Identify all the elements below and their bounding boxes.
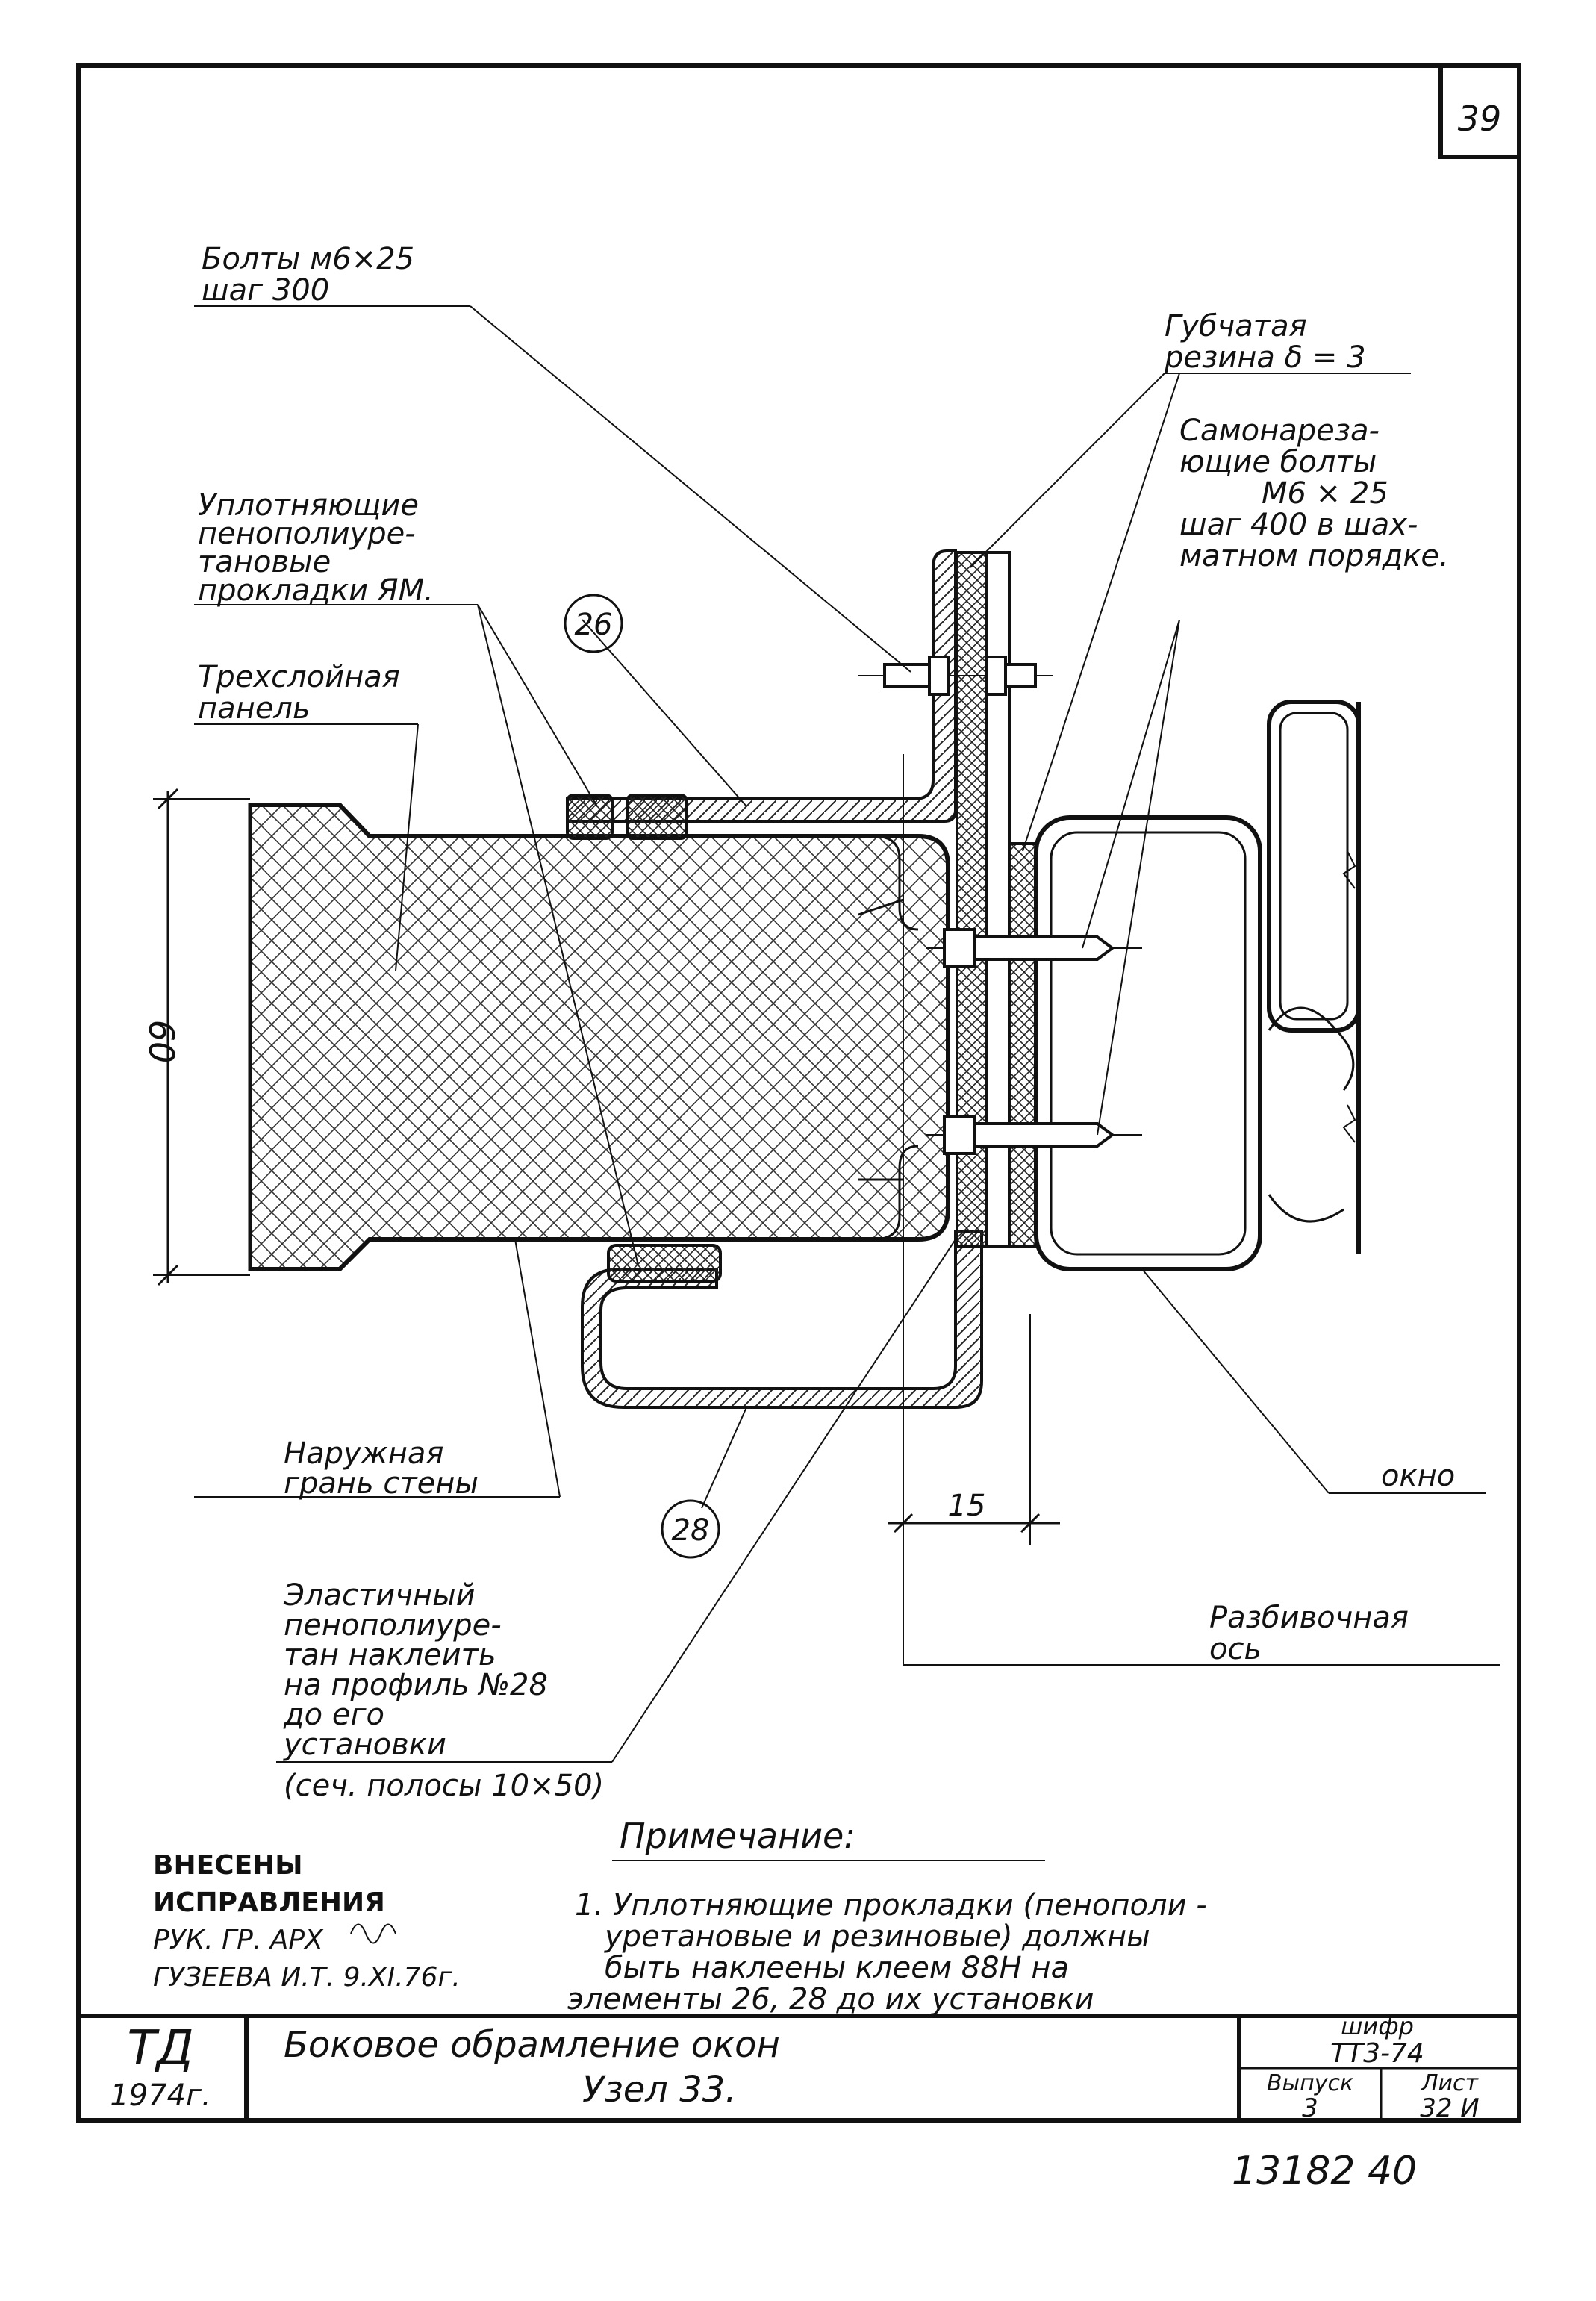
note-line: быть наклеены клеем 88Н на <box>605 1951 1069 1985</box>
issue-value: 3 <box>1302 2093 1318 2123</box>
callout-sponge-rubber: Губчатая резина δ = 3 <box>1164 309 1366 375</box>
title-block: ТД 1974г. Боковое обрамление окон Узел 3… <box>78 2012 1519 2123</box>
svg-text:Губчатая: Губчатая <box>1165 309 1307 343</box>
code-label: шифр <box>1341 2012 1414 2040</box>
svg-text:пенополиуре-: пенополиуре- <box>284 1608 502 1643</box>
svg-text:ющие болты: ющие болты <box>1179 445 1377 479</box>
svg-text:окно: окно <box>1381 1459 1455 1493</box>
svg-text:матном порядке.: матном порядке. <box>1179 539 1449 573</box>
svg-text:грань стены: грань стены <box>284 1466 479 1501</box>
svg-text:ось: ось <box>1209 1632 1262 1666</box>
tag-26: 26 <box>564 594 623 653</box>
svg-text:пенополиуре-: пенополиуре- <box>198 517 416 551</box>
svg-text:на профиль №28: на профиль №28 <box>284 1668 548 1702</box>
svg-text:тановые: тановые <box>198 545 331 579</box>
svg-text:шаг 300: шаг 300 <box>202 273 329 308</box>
code-value: ТТ3-74 <box>1330 2038 1424 2069</box>
footer-number: 13182 40 <box>1232 2149 1417 2193</box>
callout-self-tapping-bolts: Самонареза- ющие болты М6 × 25 шаг 400 в… <box>1179 414 1449 573</box>
fastener-nail-top <box>858 898 904 916</box>
panel-clip-bottom <box>873 1145 919 1241</box>
sheet-label: Лист <box>1421 2070 1480 2096</box>
svg-text:Разбивочная: Разбивочная <box>1209 1601 1409 1635</box>
revision-stamp: ВНЕСЕНЫ ИСПРАВЛЕНИЯ РУК. ГР. АРХ ГУЗЕЕВА… <box>153 1850 461 1993</box>
svg-text:установки: установки <box>283 1728 446 1762</box>
svg-text:ИСПРАВЛЕНИЯ: ИСПРАВЛЕНИЯ <box>153 1887 385 1918</box>
svg-text:Трехслойная: Трехслойная <box>198 660 400 694</box>
svg-text:М6 × 25: М6 × 25 <box>1262 476 1388 511</box>
svg-text:Наружная: Наружная <box>284 1436 443 1471</box>
window-frame <box>1034 700 1361 1271</box>
callout-layout-axis: Разбивочная ось <box>1209 1601 1409 1666</box>
rubber-gasket <box>1008 842 1038 1248</box>
note-line: 1. Уплотняющие прокладки (пенополи - <box>575 1888 1207 1922</box>
org-mark: ТД <box>127 2021 193 2076</box>
page-number-box: 39 <box>1438 66 1519 159</box>
issue-label: Выпуск <box>1267 2070 1353 2096</box>
callout-seal-pads: Уплотняющие пенополиуре- тановые проклад… <box>198 488 434 608</box>
svg-text:РУК. ГР. АРХ: РУК. ГР. АРХ <box>153 1925 324 1955</box>
sheet-frame <box>76 63 1521 2123</box>
callout-outer-face: Наружная грань стены <box>284 1436 479 1501</box>
callout-elastic-section: (сеч. полосы 10×50) <box>284 1769 604 1803</box>
drawing-subtitle: Узел 33. <box>582 2069 737 2111</box>
signature-mark <box>350 1923 396 1944</box>
callout-panel: Трехслойная панель <box>198 660 400 726</box>
svg-text:Уплотняющие: Уплотняющие <box>198 488 419 523</box>
leader-lines <box>194 305 1500 1763</box>
note-line: элементы 26, 28 до их установки <box>567 1982 1094 2017</box>
dim-15-text: 15 <box>948 1489 986 1523</box>
note-line: уретановые и резиновые) должны <box>604 1919 1150 1954</box>
note-block: Примечание: 1. Уплотняющие прокладки (пе… <box>567 1816 1207 2017</box>
tag-28: 28 <box>661 1499 720 1559</box>
page-number: 39 <box>1458 99 1502 139</box>
seal-pad-top-1 <box>566 794 614 840</box>
svg-text:до его: до его <box>283 1698 384 1732</box>
svg-text:ВНЕСЕНЫ: ВНЕСЕНЫ <box>153 1850 303 1881</box>
svg-text:тан наклеить: тан наклеить <box>284 1638 496 1672</box>
seal-pad-top-2 <box>626 794 688 840</box>
svg-text:прокладки ЯМ.: прокладки ЯМ. <box>198 573 434 608</box>
svg-text:26: 26 <box>575 608 613 642</box>
dim-60-text: 60 <box>141 1020 181 1064</box>
callout-window: окно <box>1381 1459 1455 1493</box>
dimension-60: 60 <box>141 788 250 1286</box>
org-year: 1974г. <box>110 2079 211 2113</box>
panel-clip-top <box>873 835 919 931</box>
svg-text:панель: панель <box>198 691 311 726</box>
panel-skin <box>250 803 950 1271</box>
svg-text:шаг 400 в шах-: шаг 400 в шах- <box>1179 508 1418 542</box>
drawing-title: Боковое обрамление окон <box>284 2024 780 2066</box>
dimension-15: 15 <box>888 1314 1060 1545</box>
three-layer-panel <box>248 803 950 1271</box>
profile-28 <box>581 1230 983 1409</box>
svg-text:28: 28 <box>672 1513 710 1548</box>
sheet-value: 32 И <box>1420 2093 1480 2123</box>
self-tapping-bolt-2 <box>926 1115 1142 1155</box>
profile-26 <box>566 549 957 840</box>
svg-text:резина δ = 3: резина δ = 3 <box>1164 340 1366 375</box>
note-heading: Примечание: <box>620 1816 855 1856</box>
svg-text:ГУЗЕЕВА И.Т. 9.XI.76г.: ГУЗЕЕВА И.Т. 9.XI.76г. <box>153 1962 461 1993</box>
seal-pad-bottom <box>607 1244 722 1283</box>
svg-text:Самонареза-: Самонареза- <box>1179 414 1380 448</box>
bolt-m6x25 <box>858 656 1053 696</box>
callout-bolts: Болты м6×25 шаг 300 <box>202 242 414 308</box>
svg-text:Болты м6×25: Болты м6×25 <box>202 242 414 276</box>
svg-text:Эластичный: Эластичный <box>283 1578 476 1613</box>
callout-elastic-pu: Эластичный пенополиуре- тан наклеить на … <box>283 1578 604 1803</box>
self-tapping-bolt-1 <box>926 928 1142 968</box>
